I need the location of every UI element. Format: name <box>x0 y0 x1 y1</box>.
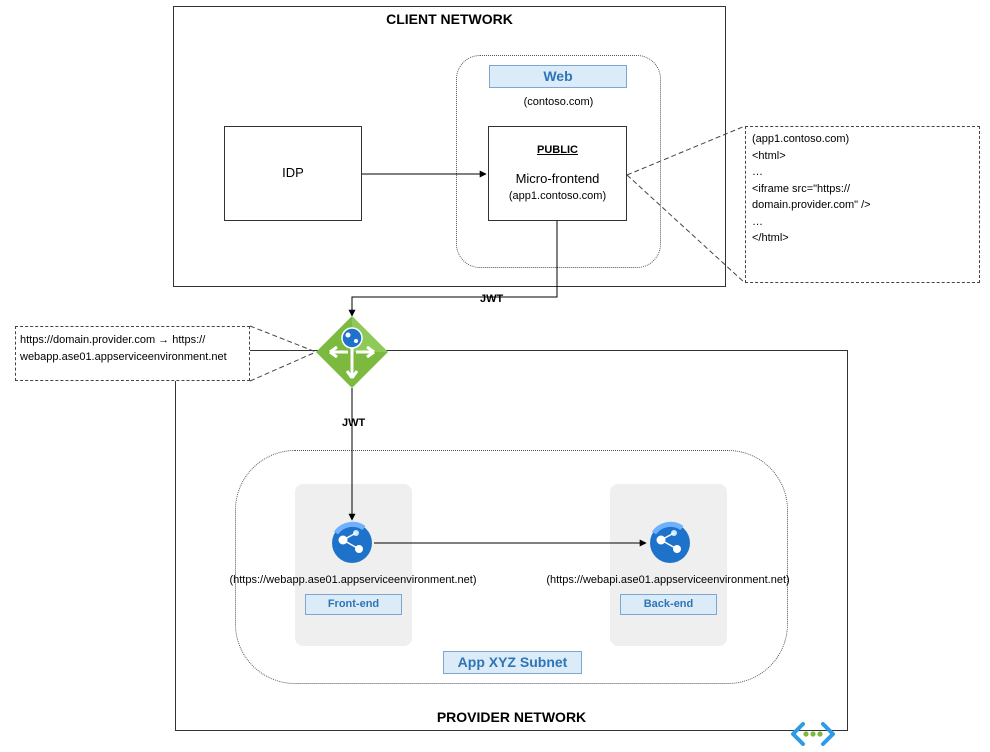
jwt-label-in: JWT <box>480 293 504 305</box>
micro-frontend-label: Micro-frontend <box>515 171 600 186</box>
iframe-callout-text: (app1.contoso.com) <html> … <iframe src=… <box>752 131 871 247</box>
public-heading: PUBLIC <box>537 144 578 156</box>
callout-line: (app1.contoso.com) <box>752 133 850 145</box>
backend-url: (https://webapi.ase01.appserviceenvironm… <box>546 574 790 586</box>
iframe-callout <box>745 126 980 283</box>
idp-label: IDP <box>282 165 304 180</box>
frontend-tag: Front-end <box>305 594 402 615</box>
callout-line: … <box>752 215 763 228</box>
provider-network-title: PROVIDER NETWORK <box>436 709 587 725</box>
frontend-to-gateway-arrow <box>348 221 558 317</box>
callout-line: <html> <box>752 149 786 162</box>
frontend-panel <box>295 484 412 646</box>
provider-network-boundary <box>175 350 848 731</box>
jwt-label-out: JWT <box>342 417 366 429</box>
callout-line: <iframe src="https:// <box>752 182 851 195</box>
virtual-network-icon <box>791 722 835 746</box>
subnet-tag: App XYZ Subnet <box>443 651 582 674</box>
backend-panel <box>610 484 727 646</box>
redirect-callout-text: https://domain.provider.com → https:// w… <box>20 332 227 365</box>
callout-line: … <box>752 166 763 178</box>
web-tag: Web <box>489 65 627 88</box>
redirect-line: https://domain.provider.com → https:// <box>20 334 206 346</box>
client-network-title: CLIENT NETWORK <box>386 11 513 27</box>
micro-frontend-domain: (app1.contoso.com) <box>508 190 607 202</box>
callout-line: </html> <box>752 232 789 244</box>
application-gateway-icon <box>316 316 388 388</box>
frontend-url: (https://webapp.ase01.appserviceenvironm… <box>229 574 477 586</box>
micro-frontend-box <box>488 126 627 221</box>
web-domain: (contoso.com) <box>523 96 594 108</box>
backend-tag: Back-end <box>620 594 717 615</box>
idp-box <box>224 126 362 221</box>
subnet-zone <box>235 450 788 684</box>
callout-line: domain.provider.com" /> <box>752 199 871 211</box>
app-service-icon <box>650 521 690 563</box>
redirect-line: webapp.ase01.appserviceenvironment.net <box>20 350 227 363</box>
app-service-icon <box>332 521 372 563</box>
redirect-callout <box>15 326 250 381</box>
